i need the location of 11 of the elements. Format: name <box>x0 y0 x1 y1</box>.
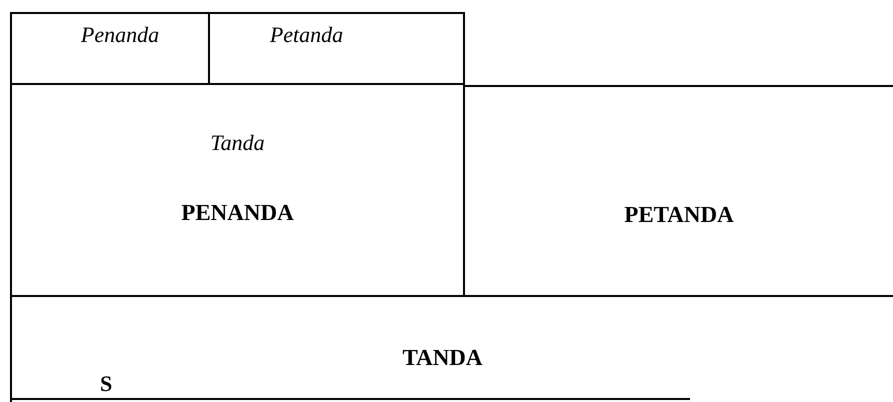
cell-heading: PENANDA <box>180 200 295 226</box>
table-cell <box>10 85 465 297</box>
cell-text: Petanda <box>268 22 344 48</box>
table-cell <box>465 85 893 297</box>
cell-text: Tanda <box>209 130 266 156</box>
cell-text: Penanda <box>80 22 160 48</box>
letter-label: S <box>100 372 112 396</box>
table-cell <box>10 12 210 85</box>
cell-heading: PETANDA <box>623 202 735 228</box>
cell-heading: TANDA <box>401 345 484 371</box>
table-cell <box>210 12 465 85</box>
